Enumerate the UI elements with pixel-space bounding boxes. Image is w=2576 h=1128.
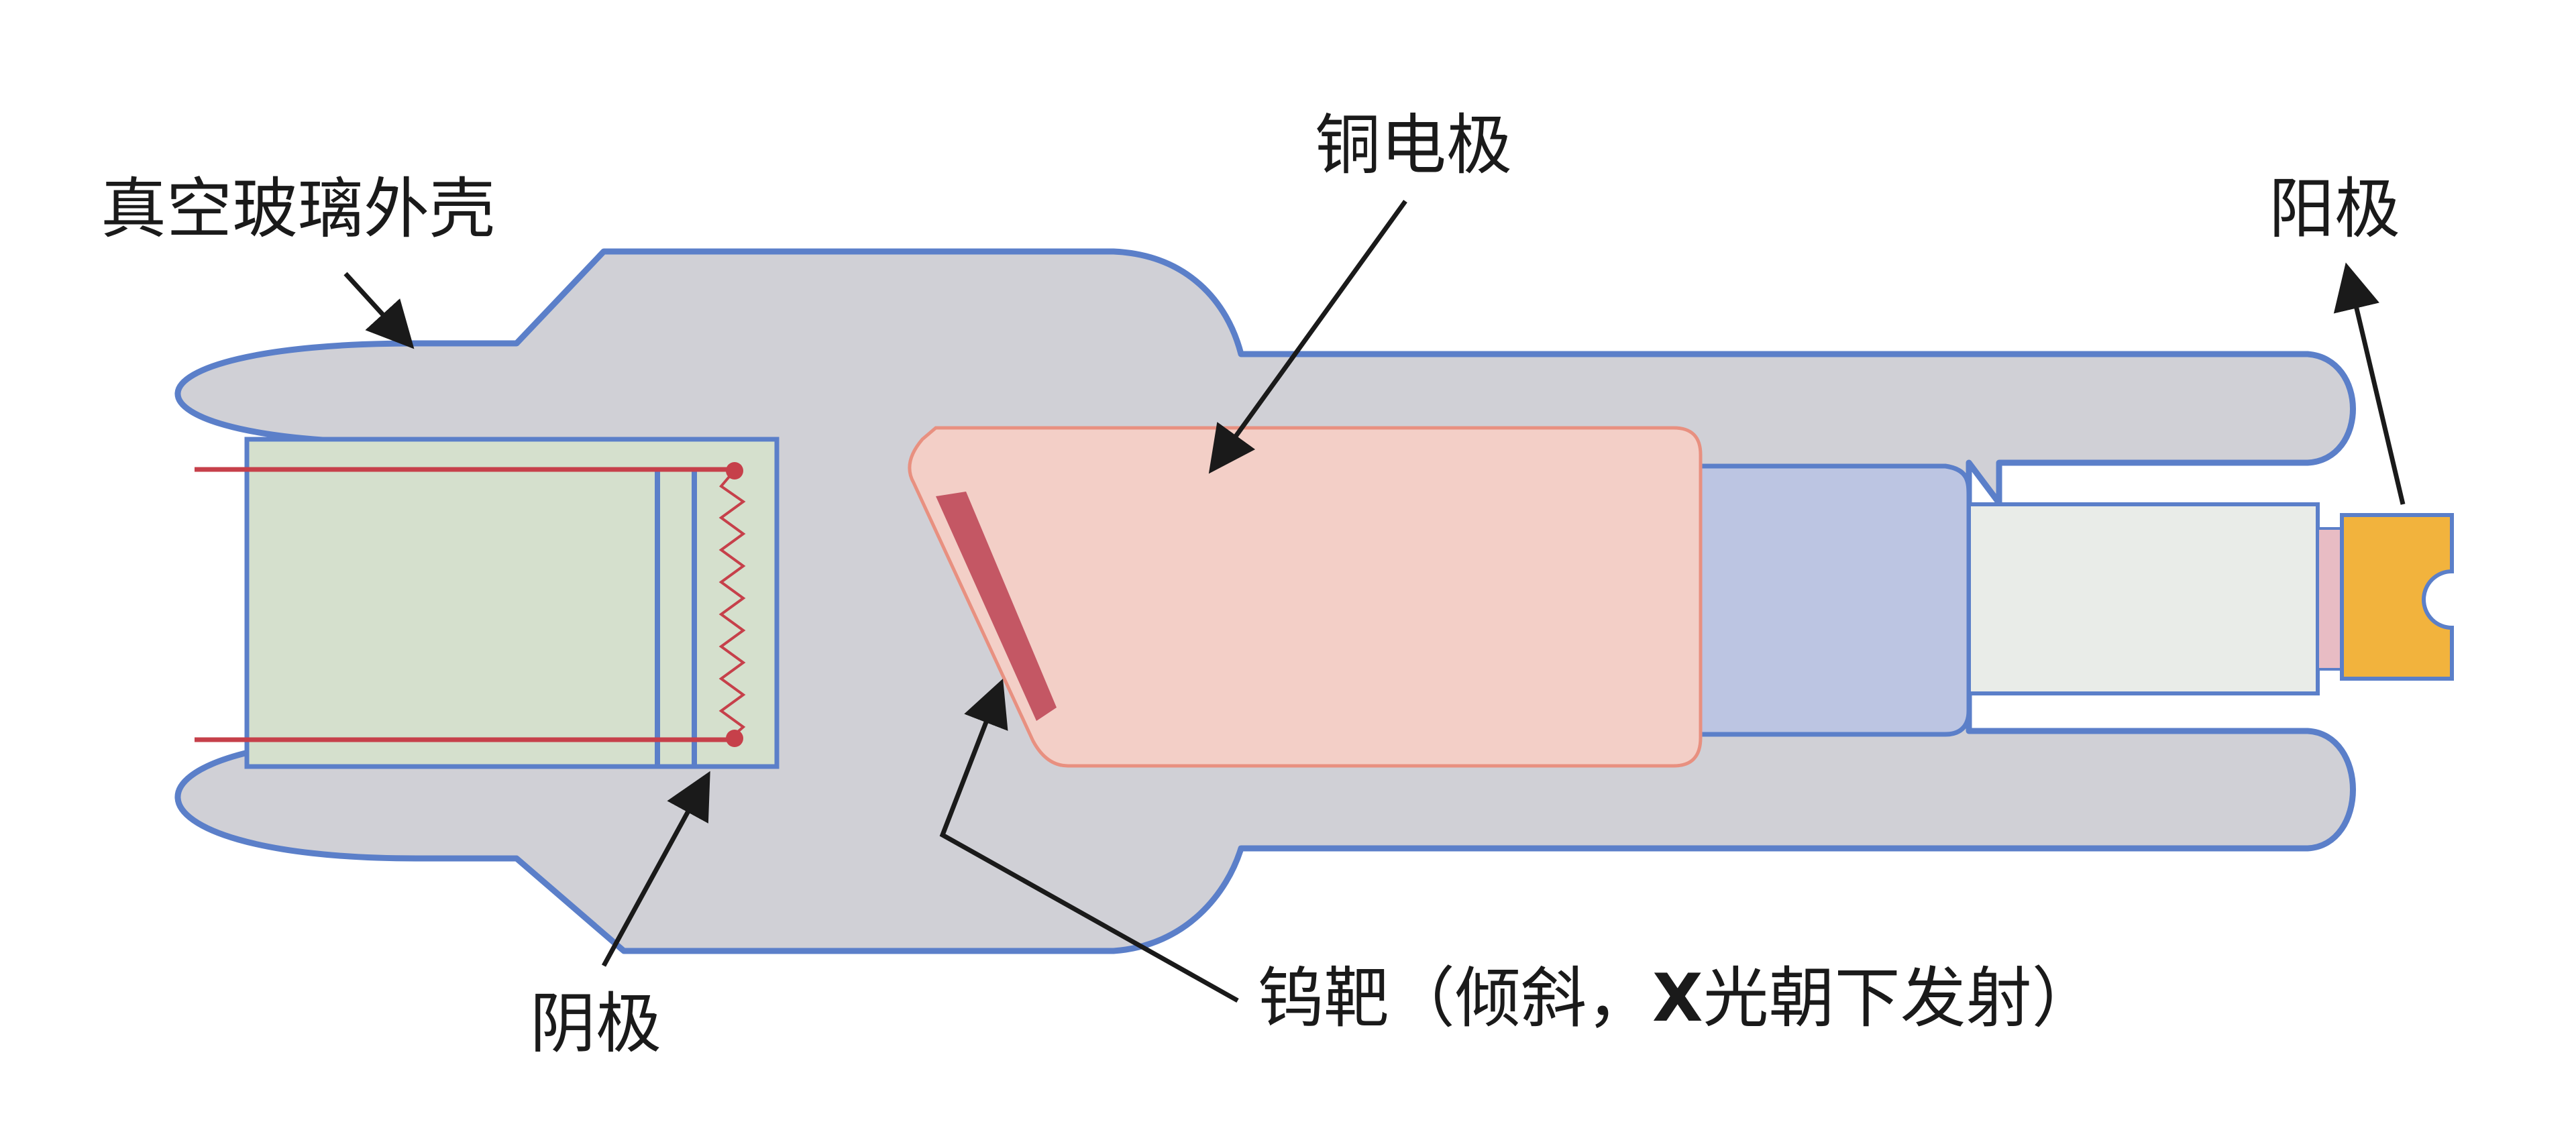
label-tungsten-target-x: X	[1652, 960, 1703, 1037]
label-copper-electrode: 铜电极	[1315, 107, 1512, 184]
tungsten-target	[936, 492, 1057, 721]
label-tungsten-target-prefix: 钨靶（倾斜，	[1258, 960, 1652, 1037]
arrow-cathode	[601, 771, 710, 967]
label-vacuum-glass-shell: 真空玻璃外壳	[101, 171, 495, 247]
cathode-housing	[244, 437, 780, 769]
anode-cap	[2340, 513, 2454, 681]
anode-connector	[1674, 463, 1972, 737]
label-tungsten-target-suffix: 光朝下发射）	[1703, 960, 2098, 1037]
filament-coil	[718, 471, 746, 738]
label-tungsten-target: 钨靶（倾斜，X光朝下发射）	[1258, 960, 2098, 1037]
filament-terminal-top	[726, 462, 743, 480]
label-anode: 阳极	[2269, 171, 2400, 247]
copper-electrode	[908, 426, 1703, 768]
label-cathode: 阴极	[530, 986, 661, 1062]
anode-rod	[1967, 502, 2320, 695]
arrow-anode	[2333, 262, 2406, 505]
arrow-vacuum-glass-shell	[343, 272, 415, 349]
arrow-copper-electrode	[1208, 199, 1407, 474]
anode-ring	[2316, 527, 2343, 671]
filament-terminal-bottom	[726, 730, 743, 747]
arrow-tungsten-target	[939, 678, 1239, 1003]
